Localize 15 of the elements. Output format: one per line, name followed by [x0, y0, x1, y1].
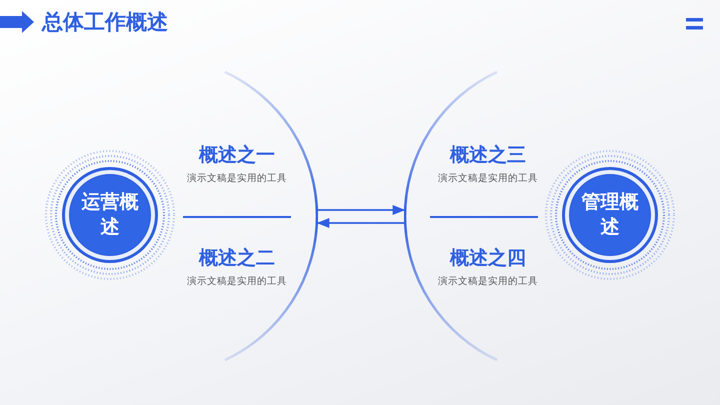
- circle-label: 运营概述: [80, 190, 140, 240]
- circle-badge: [42, 147, 178, 283]
- circle-badge: [542, 147, 678, 283]
- title: 总体工作概述: [42, 9, 168, 36]
- description: 演示文稿是实用的工具: [437, 172, 539, 186]
- arrow: [318, 204, 406, 216]
- heading: 概述之四: [448, 246, 527, 271]
- description: 演示文稿是实用的工具: [437, 275, 539, 289]
- heading: 概述之三: [448, 143, 527, 168]
- circle-label: 管理概述: [580, 190, 640, 240]
- description: 演示文稿是实用的工具: [186, 275, 288, 289]
- heading: 概述之二: [198, 246, 276, 271]
- arrow: [316, 218, 404, 228]
- heading: 概述之一: [198, 143, 276, 168]
- description: 演示文稿是实用的工具: [186, 172, 288, 186]
